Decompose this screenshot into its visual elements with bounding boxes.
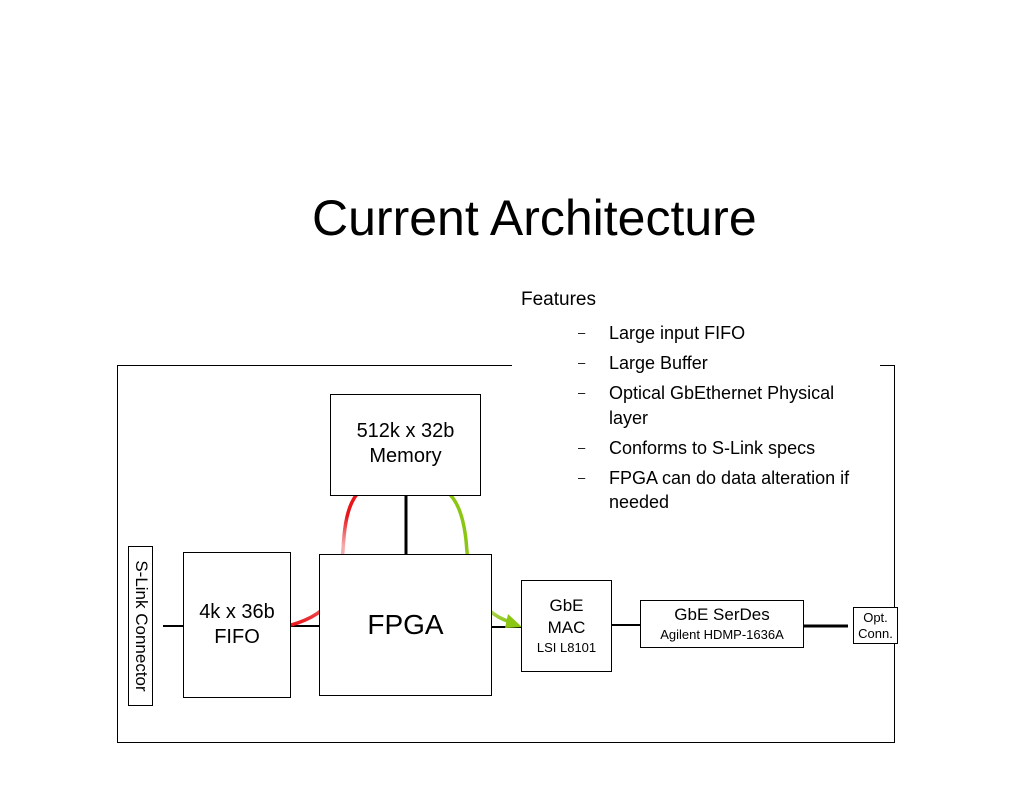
optical-connector-block: Opt. Conn.: [853, 607, 898, 644]
memory-label: Memory: [369, 445, 442, 467]
feature-item: – FPGA can do data alteration if needed: [578, 466, 878, 515]
memory-size-label: 512k x 32b: [356, 420, 455, 442]
serdes-label: GbE SerDes: [674, 605, 770, 624]
gbe-serdes-block: GbE SerDes Agilent HDMP-1636A: [640, 600, 804, 648]
fifo-block: 4k x 36b FIFO: [183, 552, 291, 698]
mac-label-line1: GbE: [549, 596, 584, 615]
bullet-dash: –: [578, 325, 586, 340]
opt-label-line2: Conn.: [858, 625, 893, 641]
feature-text: Large input FIFO: [609, 323, 746, 343]
mac-part-number: LSI L8101: [536, 640, 597, 655]
feature-text: FPGA can do data alteration if needed: [609, 467, 850, 513]
fifo-size-label: 4k x 36b: [199, 601, 275, 623]
bullet-dash: –: [578, 355, 586, 370]
fpga-label: FPGA: [367, 609, 444, 640]
features-list: – Large input FIFO – Large Buffer – Optical…: [578, 321, 878, 520]
feature-item: – Conforms to S-Link specs: [578, 436, 878, 461]
feature-item: – Optical GbEthernet Physical layer: [578, 381, 878, 430]
bullet-dash: –: [578, 439, 586, 455]
feature-text: Large Buffer: [609, 353, 708, 373]
bullet-dash: –: [578, 385, 586, 400]
bullet-dash: –: [578, 469, 586, 485]
feature-item: – Large Buffer: [578, 351, 878, 376]
feature-text: Optical GbEthernet Physical layer: [609, 383, 835, 428]
slink-connector-label: S-Link Connector: [131, 560, 151, 692]
fpga-block: FPGA: [319, 554, 492, 696]
frame-left-border: [117, 365, 118, 743]
gbe-mac-block: GbE MAC LSI L8101: [521, 580, 612, 672]
feature-text: Conforms to S-Link specs: [609, 437, 816, 458]
slink-connector-block: S-Link Connector: [128, 546, 153, 706]
slide-title: Current Architecture: [312, 190, 757, 246]
feature-item: – Large input FIFO: [578, 321, 878, 346]
read-arrowhead: [505, 614, 522, 628]
serdes-part-number: Agilent HDMP-1636A: [660, 627, 784, 642]
features-heading: Features: [521, 289, 596, 310]
frame-bottom-border: [117, 742, 895, 743]
memory-block: 512k x 32b Memory: [330, 394, 481, 496]
mac-label-line2: MAC: [547, 618, 586, 637]
frame-top-border-left: [117, 365, 512, 366]
frame-top-border-right: [880, 365, 895, 366]
frame-right-border: [894, 365, 895, 743]
fifo-label: FIFO: [214, 626, 260, 648]
opt-label-line1: Opt.: [863, 609, 888, 625]
